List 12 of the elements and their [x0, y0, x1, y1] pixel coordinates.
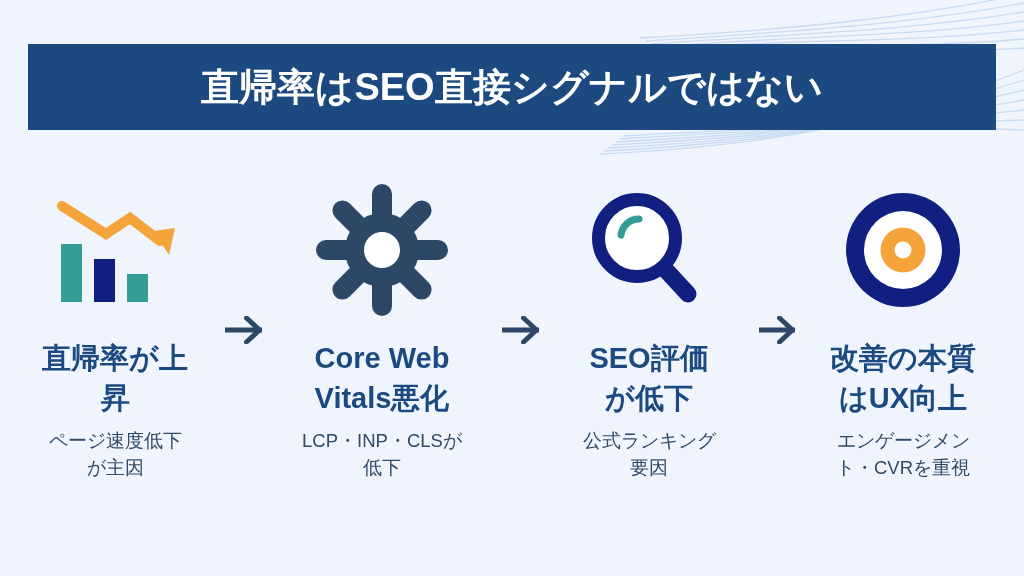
- title-banner: 直帰率はSEO直接シグナルではない: [28, 44, 996, 130]
- step-description: ページ速度低下が主因: [47, 429, 183, 480]
- arrow: [502, 315, 539, 345]
- step-heading: 改善の本質はUX向上: [829, 341, 977, 416]
- step-heading: Core Web Vitals悪化: [313, 341, 451, 416]
- arrow: [759, 315, 795, 345]
- step-heading: SEO評価が低下: [588, 341, 710, 416]
- step-description: 公式ランキング要因: [581, 429, 717, 480]
- step-description: エンゲージメント・CVRを重視: [834, 429, 972, 480]
- step-heading: 直帰率が上昇: [41, 341, 189, 416]
- arrow: [225, 315, 262, 345]
- step-description: LCP・INP・CLSが低下: [301, 429, 463, 480]
